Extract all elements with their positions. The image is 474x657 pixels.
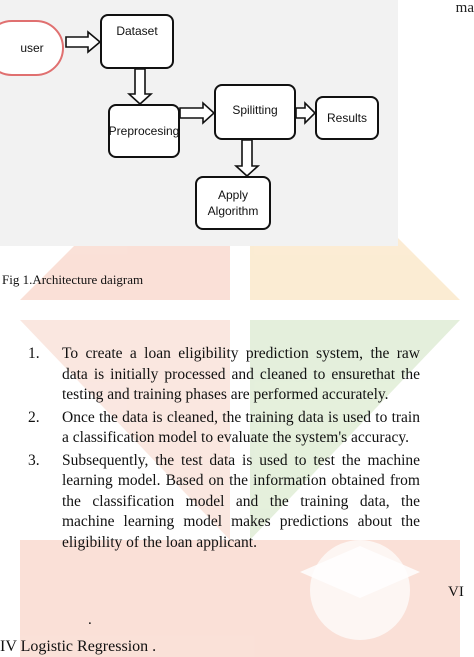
list-item-number: 3.	[28, 451, 40, 469]
node-dataset-label: Dataset	[116, 23, 158, 38]
node-apply-label-line2: Algorithm	[207, 204, 259, 218]
architecture-diagram: user Dataset Preprocesing Spilitting Res…	[0, 0, 398, 246]
list-item-text: To create a loan eligibility prediction …	[62, 345, 420, 403]
arrow-preprocessing-to-splitting	[179, 101, 216, 125]
figure-caption: Fig 1.Architecture daigram	[2, 272, 144, 287]
watermark-shape-bottom-left	[20, 320, 230, 540]
steps-list: 1. To create a loan eligibility predicti…	[28, 344, 420, 555]
watermark-shape-bottom-right	[250, 320, 460, 540]
list-item-text: Once the data is cleaned, the training d…	[62, 408, 420, 447]
section-heading: IV Logistic Regression .	[0, 638, 157, 655]
list-item: 2. Once the data is cleaned, the trainin…	[28, 408, 420, 449]
node-results-label: Results	[326, 111, 367, 125]
list-item-text: Subsequently, the test data is used to t…	[62, 451, 420, 551]
watermark-pillar	[20, 540, 460, 657]
list-item-number: 2.	[28, 408, 40, 426]
list-item: 1. To create a loan eligibility predicti…	[28, 344, 420, 406]
node-preprocessing: Preprocesing	[108, 104, 180, 158]
node-results: Results	[315, 96, 379, 140]
arrow-splitting-to-apply	[233, 139, 261, 178]
arrow-splitting-to-results	[295, 101, 317, 125]
diagram-arrows	[65, 30, 317, 178]
side-marker: VI	[448, 584, 464, 600]
node-splitting-label: Spilitting	[232, 103, 278, 117]
list-item: 3. Subsequently, the test data is used t…	[28, 451, 420, 554]
node-user-label: user	[20, 41, 44, 55]
top-right-text-fragment: ma	[455, 0, 474, 16]
node-preprocessing-label: Preprocesing	[108, 124, 180, 138]
list-item-number: 1.	[28, 345, 40, 362]
watermark-graduation-cap-icon	[300, 546, 420, 598]
node-splitting: Spilitting	[214, 84, 296, 140]
arrow-dataset-to-preprocessing	[126, 68, 154, 106]
node-dataset: Dataset	[100, 14, 174, 69]
node-apply-algorithm: Apply Algorithm	[195, 176, 271, 230]
arrow-user-to-dataset	[65, 30, 102, 54]
node-apply-label-line1: Apply	[217, 188, 249, 202]
node-user: user	[0, 20, 64, 76]
stray-dot: .	[88, 612, 92, 628]
watermark-gear-icon	[310, 540, 410, 640]
